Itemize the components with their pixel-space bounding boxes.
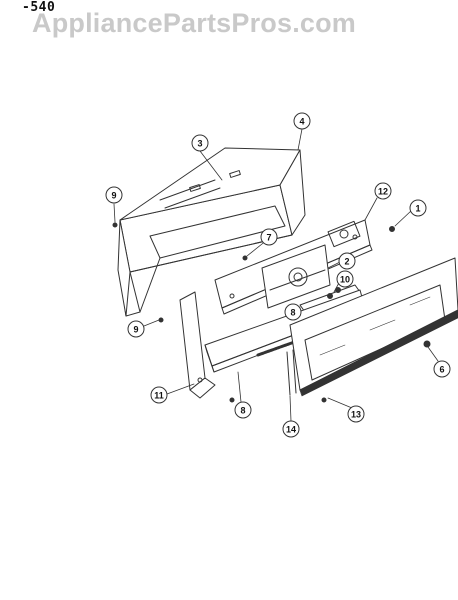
callout-3-label: 3 <box>197 139 202 149</box>
callout-14-label: 14 <box>286 425 296 435</box>
model-code: -540 <box>22 0 56 15</box>
callout-7: 7 <box>260 228 278 246</box>
callout-3: 3 <box>191 134 209 152</box>
callout-1: 1 <box>409 199 427 217</box>
callout-9-top: 9 <box>105 186 123 204</box>
callout-7-label: 7 <box>266 233 271 243</box>
callout-8-upper: 8 <box>284 303 302 321</box>
support-rod <box>286 349 297 396</box>
callout-9-top-label: 9 <box>111 191 116 201</box>
callout-2-label: 2 <box>344 257 349 267</box>
callout-8-lower-label: 8 <box>240 406 245 416</box>
callout-4: 4 <box>293 112 311 130</box>
clock-timer-module <box>261 244 331 309</box>
callout-1-label: 1 <box>415 204 420 214</box>
glass-panel <box>289 257 458 397</box>
callout-6-label: 6 <box>439 365 444 375</box>
callout-13-label: 13 <box>351 410 361 420</box>
leader-lines <box>113 128 439 422</box>
callout-9-bottom-label: 9 <box>133 325 138 335</box>
screws <box>112 222 431 403</box>
callout-6: 6 <box>433 360 451 378</box>
callout-12-label: 12 <box>378 187 388 197</box>
callout-11: 11 <box>150 386 168 404</box>
callout-12: 12 <box>374 182 392 200</box>
callout-8-lower: 8 <box>234 401 252 419</box>
callout-8-upper-label: 8 <box>290 308 295 318</box>
callout-13: 13 <box>347 405 365 423</box>
end-bracket <box>179 291 216 399</box>
callout-11-label: 11 <box>154 391 164 401</box>
callout-10-label: 10 <box>340 275 350 285</box>
back-guard-housing <box>117 147 306 317</box>
callout-4-label: 4 <box>299 117 304 127</box>
callout-10: 10 <box>336 270 354 288</box>
watermark-logo: AppliancePartsPros.com <box>32 8 357 38</box>
callout-14: 14 <box>282 420 300 438</box>
callout-9-bottom: 9 <box>127 320 145 338</box>
callout-2: 2 <box>338 252 356 270</box>
